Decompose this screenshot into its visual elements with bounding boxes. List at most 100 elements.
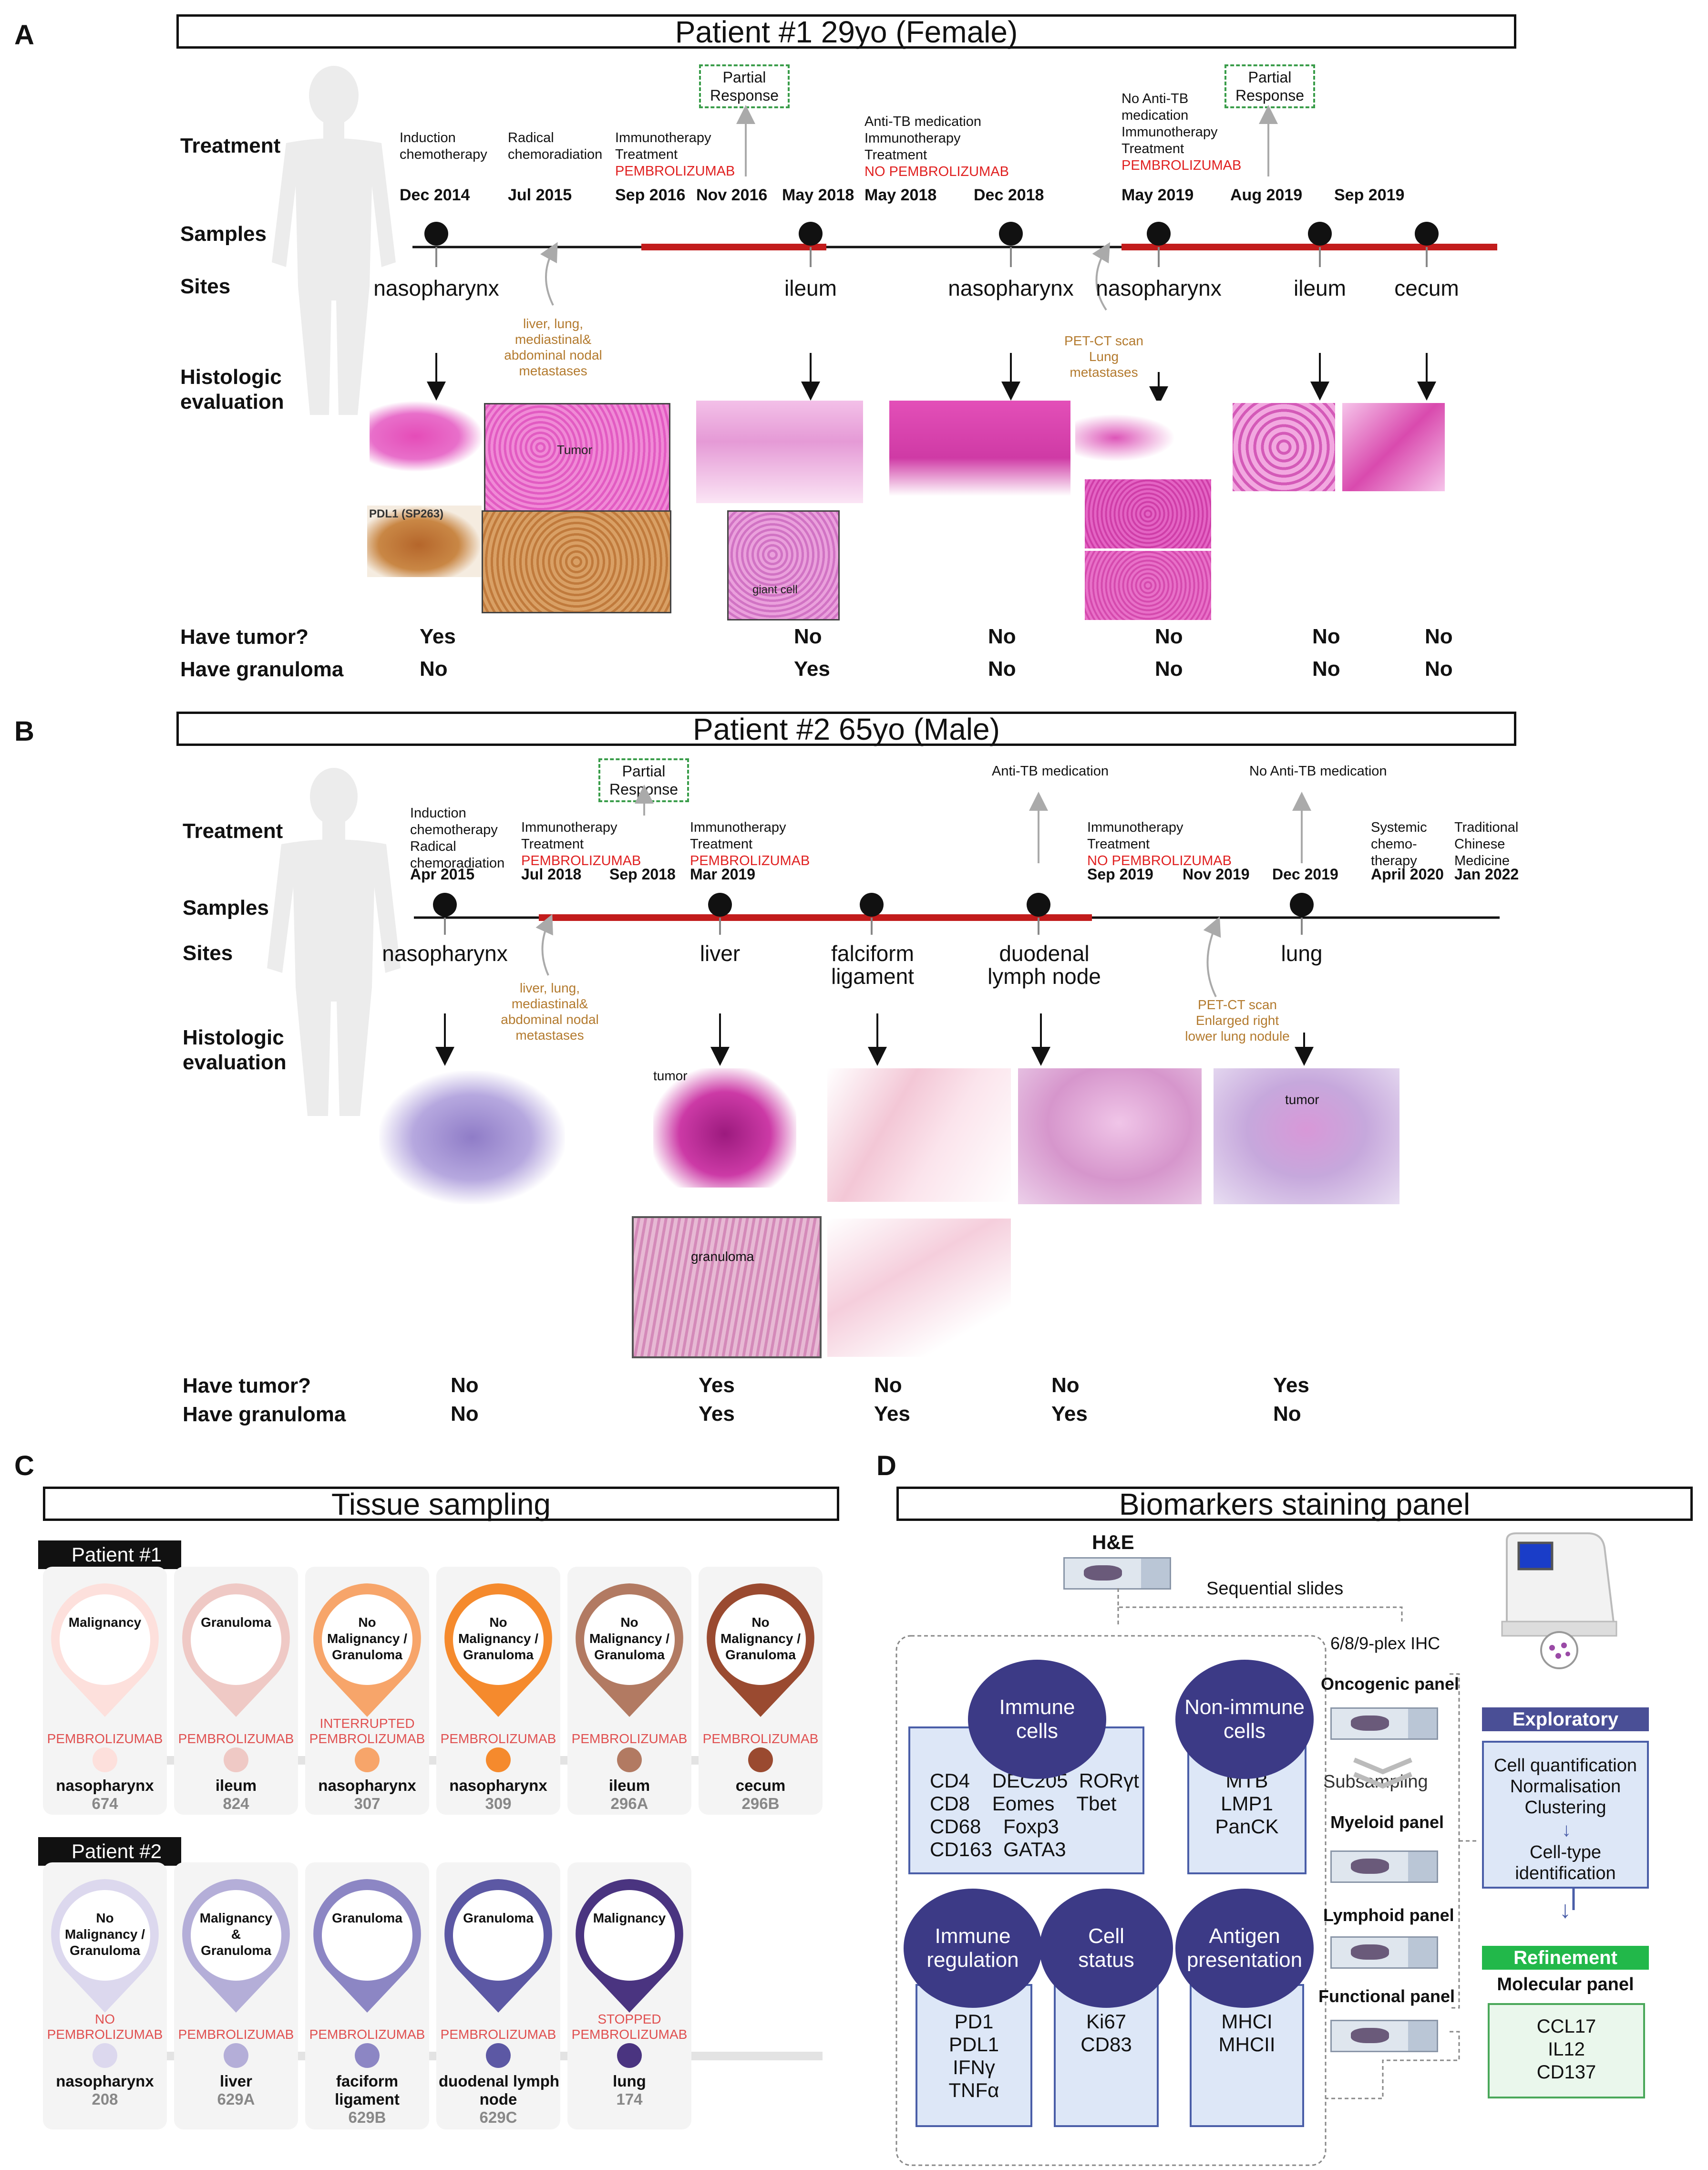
pin-site: nasopharynx: [449, 1777, 547, 1794]
non-immune-markers: MTB LMP1 PanCK: [1215, 1769, 1279, 1838]
b-treatment-8: Traditional Chinese Medicine: [1454, 820, 1519, 868]
pin-sample-id: 629A: [217, 2090, 255, 2108]
a-pdl1-overview: PDL1 (SP263): [367, 506, 482, 577]
oncogenic-slide: [1330, 1707, 1438, 1740]
he-slide: [1063, 1557, 1171, 1590]
pin-label: No Malignancy / Granuloma: [64, 1911, 145, 1958]
map-pin-icon: [707, 1583, 814, 1717]
exploratory-header: Exploratory: [1482, 1707, 1649, 1731]
subsampling-chevron-icon: [1353, 1757, 1412, 1789]
b-treatment-label: Treatment: [183, 819, 283, 843]
a-metastases-note: liver, lung, mediastinal& abdominal noda…: [504, 316, 602, 378]
b-date-5: Sep 2019: [1087, 866, 1153, 883]
molecular-markers: CCL17 IL12 CD137: [1536, 2016, 1596, 2083]
a-site-6: cecum: [1394, 276, 1459, 300]
timeline-dot: [748, 1747, 773, 1772]
a-tumor-label: Tumor: [557, 443, 593, 457]
a-date-8: May 2019: [1122, 186, 1194, 204]
a-tumor-3: No: [988, 625, 1016, 648]
b-site-2: liver: [700, 941, 741, 966]
map-pin-icon: [444, 1879, 552, 2013]
pin-label: Granuloma: [463, 1911, 534, 1925]
b-timeline: [414, 785, 1500, 1066]
a-treatment-2: Radical chemoradiation: [508, 130, 603, 162]
pin-site: duodenal lymph node: [439, 2072, 560, 2108]
b-date-2: Jul 2018: [521, 866, 582, 883]
timeline-dot: [355, 2043, 380, 2068]
b-granuloma-label-row: Have granuloma: [183, 1403, 346, 1426]
a-histo-label: Histologic evaluation: [180, 365, 284, 413]
a-pdl1-zoom: [482, 510, 671, 613]
he-label: H&E: [1092, 1531, 1134, 1553]
pin-label: No Malignancy / Granuloma: [720, 1615, 801, 1662]
immune-regulation-circle: Immune regulation: [904, 1889, 1042, 2008]
exploratory-box: [1482, 1741, 1649, 1889]
a-treatment-4-text: Anti-TB medication Immunotherapy Treatme…: [864, 114, 981, 163]
panel-c-title: Tissue sampling: [43, 1487, 839, 1521]
a-treatment-5: No Anti-TB medication Immunotherapy Trea…: [1122, 91, 1241, 174]
panel-letter-d: D: [876, 1450, 896, 1481]
slide-scanner-icon: [1501, 1532, 1617, 1669]
b-tumor-1: No: [451, 1374, 479, 1397]
myeloid-panel-label: Myeloid panel: [1330, 1812, 1444, 1832]
b-treatment-2-drug: PEMBROLIZUMAB: [521, 853, 641, 868]
myeloid-slide: [1330, 1850, 1438, 1883]
cell-status-markers: Ki67 CD83: [1080, 2010, 1132, 2056]
a-granuloma-2: Yes: [794, 657, 830, 681]
a-treatment-3-text: Immunotherapy Treatment: [615, 130, 711, 162]
a-pdl1-label: PDL1 (SP263): [369, 507, 444, 520]
b-date-8: April 2020: [1371, 866, 1444, 883]
functional-panel-label: Functional panel: [1318, 1986, 1455, 2006]
a-granuloma-5: No: [1312, 657, 1340, 681]
map-pin-icon: [576, 1583, 683, 1717]
pin-sample-id: 307: [354, 1795, 381, 1812]
immune-regulation-markers: PD1 PDL1 IFNγ TNFα: [948, 2010, 999, 2101]
panel-d-title: Biomarkers staining panel: [896, 1487, 1693, 1521]
pin-site: nasopharynx: [318, 1777, 416, 1794]
b-tumor-2: Yes: [699, 1374, 735, 1397]
antigen-presentation-box: [1190, 1984, 1304, 2127]
antigen-presentation-markers: MHCI MHCII: [1218, 2010, 1276, 2056]
b-samples-label: Samples: [183, 896, 269, 920]
pin-sample-id: 629B: [348, 2108, 386, 2126]
pin-label: Granuloma: [332, 1911, 402, 1925]
pin-drug: PEMBROLIZUMAB: [702, 1731, 819, 1746]
map-pin-icon: [51, 1583, 159, 1717]
male-silhouette-icon: [267, 768, 401, 1116]
a-treatment-5-drug: PEMBROLIZUMAB: [1122, 158, 1242, 173]
b-treatment-2: Immunotherapy Treatment PEMBROLIZUMAB: [521, 819, 641, 869]
b-he-duodenal-node: [1018, 1068, 1202, 1204]
b-tumor-label-2: tumor: [1285, 1092, 1319, 1107]
a-giant-cell-label: giant cell: [752, 583, 798, 596]
timeline-dot: [224, 2043, 248, 2068]
map-pin-icon: [313, 1879, 421, 2013]
b-treatment-7: Systemic chemo- therapy: [1371, 820, 1427, 868]
a-he-ileum-2: [1233, 403, 1335, 491]
a-tumor-6: No: [1425, 625, 1453, 648]
pin-sample-id: 309: [485, 1795, 512, 1812]
a-granuloma-3: No: [988, 657, 1016, 681]
a-treatment-5-text: No Anti-TB medication Immunotherapy Trea…: [1122, 91, 1218, 156]
pin-drug: PEMBROLIZUMAB: [178, 1731, 294, 1746]
a-sites-label: Sites: [180, 275, 231, 298]
oncogenic-panel-label: Oncogenic panel: [1321, 1674, 1460, 1694]
b-he-liver-zoom: granuloma: [632, 1216, 822, 1358]
b-he-liver-overview: tumor: [653, 1068, 796, 1188]
a-date-9: Aug 2019: [1230, 186, 1303, 204]
b-tumor-4: No: [1051, 1374, 1080, 1397]
pin-label: Malignancy & Granuloma: [199, 1911, 273, 1958]
pin-sample-id: 208: [92, 2090, 118, 2108]
pin-label: No Malignancy / Granuloma: [327, 1615, 408, 1662]
b-treatment-3: Immunotherapy Treatment PEMBROLIZUMAB: [690, 819, 810, 869]
a-site-3: nasopharynx: [948, 276, 1074, 300]
a-tumor-4: No: [1155, 625, 1183, 648]
map-pin-icon: [444, 1583, 552, 1717]
a-treatment-label: Treatment: [180, 134, 281, 157]
lymphoid-panel-label: Lymphoid panel: [1323, 1905, 1454, 1925]
a-date-2: Jul 2015: [508, 186, 572, 204]
a-tumor-2: No: [794, 625, 822, 648]
map-pin-icon: [576, 1879, 683, 2013]
pin-sample-id: 674: [92, 1795, 118, 1812]
pin-drug: PEMBROLIZUMAB: [440, 1731, 556, 1746]
a-treatment-4-drug: NO PEMBROLIZUMAB: [864, 164, 1009, 179]
